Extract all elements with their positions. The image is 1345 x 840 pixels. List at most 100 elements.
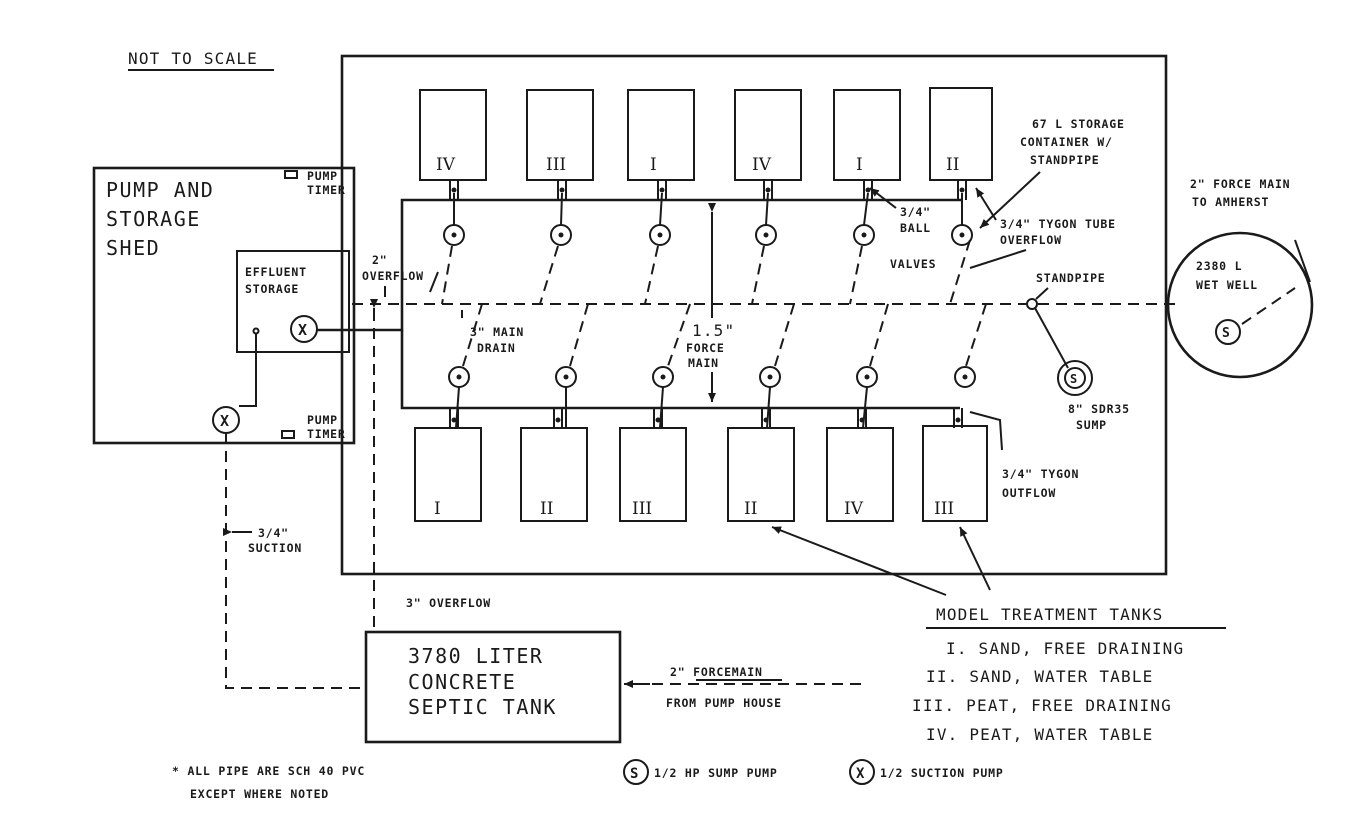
top-drain-lines	[441, 239, 971, 305]
force-main-label-3: MAIN	[688, 356, 719, 370]
top-tank-3	[627, 89, 695, 181]
shed-title-2: STORAGE	[106, 207, 201, 231]
model-tanks-pointer-2	[959, 526, 991, 591]
sump-label-1: 8" SDR35	[1068, 402, 1130, 416]
effluent-outlet	[252, 327, 260, 335]
storage-label-3: STANDPIPE	[1030, 153, 1100, 167]
top-tank-2-type: III	[546, 155, 566, 175]
storage-label-2: CONTAINER W/	[1020, 135, 1113, 149]
bottom-tank-4	[727, 427, 795, 522]
top-ball-valves	[443, 192, 973, 246]
standpipe-node	[1026, 298, 1038, 310]
top-tank-2	[526, 89, 594, 181]
ball-valves-leader	[869, 187, 897, 209]
storage-leader	[979, 171, 1041, 229]
tygon-outflow-line	[969, 411, 1003, 451]
bottom-tank-3	[619, 427, 687, 522]
forcemain-label-2: FROM PUMP HOUSE	[666, 696, 782, 710]
pump-timer-top-label-1: PUMP	[307, 169, 338, 183]
force-main-upper	[317, 198, 962, 332]
sump-pump	[1064, 367, 1086, 389]
effluent-label-1: EFFLUENT	[245, 265, 307, 279]
overflow-3-label: 3" OVERFLOW	[406, 596, 491, 610]
top-tank-1	[419, 89, 487, 181]
tygon-outflow-label-1: 3/4" TYGON	[1002, 467, 1079, 481]
top-tank-6	[929, 87, 993, 181]
shed-title-1: PUMP AND	[106, 178, 214, 202]
tygon-outflow-label-2: OUTFLOW	[1002, 486, 1056, 500]
legend-sump-pump-letter: S	[630, 766, 638, 782]
effluent-suction-pump-symbol: X	[298, 321, 307, 339]
wet-well-label-1: 2380 L	[1196, 259, 1242, 273]
main-drain-label-2: DRAIN	[477, 341, 516, 355]
ball-valves-label-2: BALL	[900, 221, 931, 235]
pump-storage-shed	[92, 166, 356, 445]
pump-timer-bottom-box	[281, 430, 295, 439]
effluent-label-2: STORAGE	[245, 282, 299, 296]
bottom-tank-2	[520, 427, 588, 522]
wet-well-label-2: WET WELL	[1196, 278, 1258, 292]
forcemain-label-1: 2" FORCEMAIN	[670, 665, 763, 679]
force-main-label-2: FORCE	[686, 341, 725, 355]
suction-line-to-pump	[239, 334, 257, 407]
ball-valves-label-3: VALVES	[890, 257, 936, 271]
shed-title-3: SHED	[106, 236, 160, 260]
septic-label-2: CONCRETE	[408, 670, 516, 694]
not-to-scale-note: NOT TO SCALE	[128, 49, 258, 68]
wet-well	[1166, 231, 1314, 379]
overflow-2-b: OVERFLOW	[362, 269, 424, 283]
pump-timer-bottom-label-2: TIMER	[307, 427, 346, 441]
tygon-overflow-leader-1	[975, 187, 997, 221]
bottom-tank-3-type: III	[632, 499, 652, 519]
amherst-leader	[1294, 239, 1311, 283]
legend-sump-pump-label: 1/2 HP SUMP PUMP	[654, 766, 778, 780]
legend-item-3: III. PEAT, FREE DRAINING	[912, 696, 1172, 715]
bottom-tanks: I II III II IV III	[414, 425, 988, 522]
suction-line	[225, 433, 366, 689]
main-enclosure	[340, 54, 1168, 576]
effluent-storage	[236, 250, 350, 353]
sump-label-2: SUMP	[1076, 418, 1107, 432]
bottom-drain-lines	[462, 303, 987, 367]
legend-item-1: I. SAND, FREE DRAINING	[946, 639, 1184, 658]
tygon-overflow-leader-2	[969, 249, 1027, 269]
legend-title: MODEL TREATMENT TANKS	[936, 605, 1164, 624]
standpipe-label: STANDPIPE	[1036, 271, 1106, 285]
top-tank-3-type: I	[650, 155, 657, 175]
bottom-tank-4-type: II	[744, 499, 757, 519]
legend-suction-pump-label: 1/2 SUCTION PUMP	[880, 766, 1004, 780]
main-drain-label-1: 3" MAIN	[470, 325, 524, 339]
septic-tank	[364, 630, 622, 744]
septic-label-3: SEPTIC TANK	[408, 695, 557, 719]
standpipe-to-sump	[1034, 307, 1069, 369]
legend-item-2: II. SAND, WATER TABLE	[926, 667, 1154, 686]
footnote-2: EXCEPT WHERE NOTED	[190, 787, 329, 801]
top-tank-4	[734, 89, 802, 181]
force-main-to-amherst-line	[1241, 287, 1296, 325]
force-main-lower	[400, 330, 960, 410]
top-tank-connectors	[449, 180, 967, 200]
suction-label-2: SUCTION	[248, 541, 302, 555]
bottom-tank-6	[922, 425, 988, 522]
sump-outer	[1057, 360, 1093, 396]
bottom-tank-1	[414, 427, 482, 522]
bottom-tank-1-type: I	[434, 499, 441, 519]
overflow-2-a: 2"	[372, 253, 387, 267]
septic-label-1: 3780 LITER	[408, 644, 543, 668]
shed-suction-pump-symbol: X	[220, 412, 229, 430]
bottom-tank-5-type: IV	[844, 499, 864, 519]
legend-suction-pump-letter: X	[856, 766, 865, 782]
overflow-2-leader	[429, 271, 439, 293]
ball-valves-label-1: 3/4"	[900, 205, 931, 219]
legend-item-4: IV. PEAT, WATER TABLE	[926, 725, 1154, 744]
top-tank-1-type: IV	[436, 155, 456, 175]
force-amherst-label-2: TO AMHERST	[1192, 195, 1269, 209]
top-tank-5-type: I	[856, 155, 863, 175]
top-tank-4-type: IV	[752, 155, 772, 175]
bottom-tank-connectors	[449, 408, 963, 428]
standpipe-leader	[1035, 287, 1049, 300]
storage-label-1: 67 L STORAGE	[1032, 117, 1125, 131]
force-amherst-label-1: 2" FORCE MAIN	[1190, 177, 1290, 191]
tygon-overflow-label-1: 3/4" TYGON TUBE	[1000, 217, 1116, 231]
